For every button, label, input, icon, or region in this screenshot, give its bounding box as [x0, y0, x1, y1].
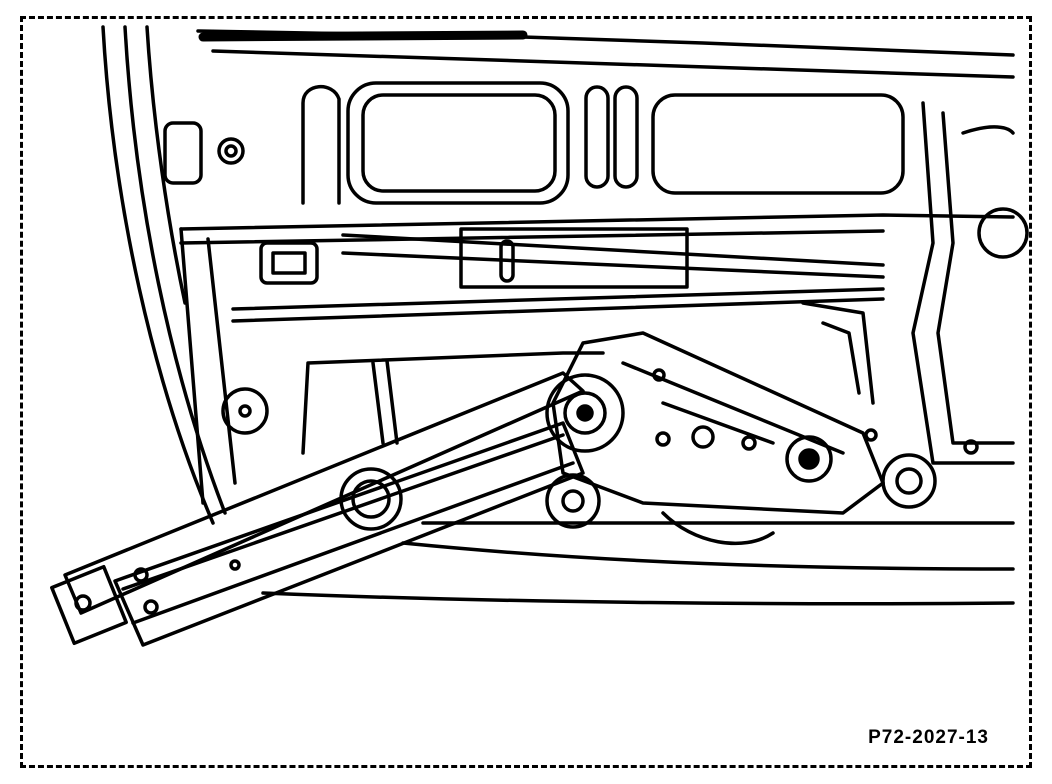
motor-gear-hub: [576, 404, 594, 422]
cross-member-top: [179, 213, 1015, 231]
upper-opening-left-inner: [361, 93, 557, 193]
hole-d: [238, 404, 252, 418]
right-hole-small: [963, 439, 979, 455]
upper-opening-right: [651, 93, 905, 195]
arm-end-hole-3: [143, 599, 159, 615]
cross-member-tube: [231, 233, 885, 323]
lower-skin-2: [261, 591, 1015, 606]
lower-roller-left: [545, 473, 601, 529]
top-rail-bead: [198, 30, 528, 42]
figure-frame: P72-2027-13: [20, 16, 1032, 768]
arm-pivot-roller-inner: [351, 479, 391, 519]
upper-slot-2: [613, 85, 639, 189]
end-roller-right-inner: [895, 467, 923, 495]
upper-opening-left: [346, 81, 570, 205]
left-panel-outline: [179, 227, 237, 505]
hole-c: [221, 387, 269, 435]
arm-pivot-roller: [339, 467, 403, 531]
lower-skin-1: [401, 541, 1015, 571]
plate-hole-2: [691, 425, 715, 449]
arm-end-hole: [74, 594, 92, 612]
connector-bracket-inner: [271, 251, 307, 275]
right-panel-inner: [936, 111, 1015, 445]
latch-block: [163, 121, 203, 185]
gear-right: [785, 435, 833, 483]
plate-hole-3: [741, 435, 757, 451]
lower-bulge: [661, 511, 775, 546]
right-guide: [801, 301, 875, 405]
arm-rivet: [229, 559, 241, 571]
hole-b: [224, 144, 238, 158]
lower-guide-rail: [371, 359, 399, 445]
right-upper-link: [961, 125, 1015, 135]
door-edge-flange: [145, 25, 187, 305]
cross-member-block: [459, 227, 689, 289]
gear-right-inner: [798, 448, 820, 470]
figure-code: P72-2027-13: [868, 727, 989, 748]
lower-opening: [301, 351, 605, 455]
arm-end-hole-2: [133, 567, 149, 583]
arm-end-plate: [50, 564, 128, 646]
plate-hole-5: [652, 368, 666, 382]
cross-member-slot: [499, 239, 515, 283]
regulator-plate: [551, 331, 885, 515]
hole-a: [217, 137, 245, 165]
right-hole: [977, 207, 1029, 259]
door-inner-edge: [123, 25, 227, 515]
plate-hole-4: [864, 428, 878, 442]
upper-slot-1: [584, 85, 610, 189]
lower-roller-left-inner: [561, 489, 585, 513]
connector-bracket: [259, 241, 319, 285]
upper-loop-left: [301, 84, 341, 205]
door-outer-edge: [101, 25, 215, 525]
end-roller-right: [881, 453, 937, 509]
top-rail-lower: [211, 49, 1015, 79]
motor-gear: [545, 373, 625, 453]
regulator-arm-upper: [63, 371, 585, 615]
right-panel-edge: [911, 101, 1015, 465]
cross-member-mid: [179, 229, 885, 245]
plate-hole-1: [655, 431, 671, 447]
motor-gear-inner: [563, 391, 607, 435]
door-window-regulator-drawing: [50, 25, 1029, 647]
